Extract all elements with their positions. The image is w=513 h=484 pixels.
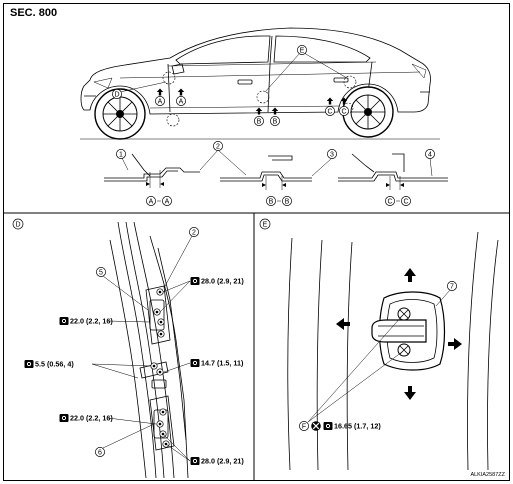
svg-text:C: C	[327, 109, 332, 116]
note-callout-f: F	[299, 421, 309, 431]
section-label: SEC. 800	[10, 7, 57, 19]
torque-wrench-icon	[190, 277, 200, 285]
svg-text:C: C	[387, 199, 392, 206]
detail-d-label: D	[12, 218, 24, 230]
svg-text:C: C	[403, 199, 408, 206]
part-number-4: 4	[425, 149, 435, 159]
arrow-icon	[448, 338, 462, 350]
view-callout-a-2: A	[176, 96, 186, 106]
svg-text:16.65 (1.7, 12): 16.65 (1.7, 12)	[334, 422, 381, 431]
svg-text:F: F	[302, 424, 306, 431]
part-number-d-5: 5	[96, 267, 106, 277]
svg-text:22.0 (2.2, 16): 22.0 (2.2, 16)	[70, 414, 113, 423]
section-label-b-b: B B	[266, 196, 292, 206]
svg-text:3: 3	[330, 152, 334, 159]
torque-callout-upper-hinge-body: 22.0 (2.2, 16)	[59, 317, 113, 326]
svg-text:B: B	[257, 119, 262, 126]
torque-callout-striker: 16.65 (1.7, 12)	[323, 422, 381, 431]
torque-callout-upper-hinge-door: 28.0 (2.9, 21)	[190, 277, 244, 286]
torque-wrench-icon	[323, 422, 333, 430]
svg-text:5.5 (0.56, 4): 5.5 (0.56, 4)	[35, 360, 74, 369]
detail-e-panel: E 7	[259, 218, 499, 471]
detail-callout-d: D	[112, 89, 122, 99]
part-number-1: 1	[116, 149, 126, 159]
part-number-e-7: 7	[447, 281, 457, 291]
svg-text:14.7 (1.5, 11): 14.7 (1.5, 11)	[201, 359, 244, 368]
reference-code: ALKIA2587ZZ	[470, 472, 505, 478]
svg-text:B: B	[273, 119, 278, 126]
door-striker	[371, 291, 446, 371]
detail-d-panel: D 2	[12, 218, 244, 479]
svg-text:C: C	[341, 109, 346, 116]
part-number-3: 3	[327, 149, 337, 159]
svg-text:22.0 (2.2, 16): 22.0 (2.2, 16)	[70, 317, 113, 326]
svg-text:5: 5	[99, 270, 103, 277]
view-callout-a-1: A	[155, 96, 165, 106]
detail-e-label: E	[259, 218, 271, 230]
svg-text:6: 6	[98, 450, 102, 457]
outer-frame	[3, 3, 510, 481]
view-callout-c-2: C	[339, 106, 349, 116]
svg-text:E: E	[300, 48, 305, 55]
svg-text:B: B	[285, 199, 290, 206]
section-label-c-c: C C	[385, 196, 411, 206]
section-strips: 1 2 3 4 A A B B	[104, 141, 448, 206]
svg-text:7: 7	[450, 284, 454, 291]
view-callout-b-2: B	[270, 116, 280, 126]
svg-text:2: 2	[192, 230, 196, 237]
svg-text:D: D	[114, 92, 119, 99]
svg-text:28.0 (2.9, 21): 28.0 (2.9, 21)	[201, 457, 244, 466]
arrow-icon	[336, 318, 350, 330]
torque-callout-lower-hinge-door: 28.0 (2.9, 21)	[190, 457, 244, 466]
svg-text:28.0 (2.9, 21): 28.0 (2.9, 21)	[201, 277, 244, 286]
torque-wrench-icon	[190, 359, 200, 367]
svg-text:2: 2	[216, 144, 220, 151]
section-label-a-a: A A	[146, 196, 172, 206]
svg-text:D: D	[15, 222, 20, 229]
svg-text:A: A	[165, 199, 170, 206]
arrow-icon	[404, 268, 416, 282]
svg-text:A: A	[158, 99, 163, 106]
svg-text:E: E	[263, 222, 268, 229]
no-reuse-icon	[311, 421, 321, 431]
arrow-icon	[404, 386, 416, 400]
rear-wheel	[342, 86, 394, 138]
part-number-2: 2	[213, 141, 223, 151]
front-wheel	[94, 88, 146, 140]
car-side-view: A A B B C C D E	[80, 27, 440, 140]
svg-text:A: A	[149, 199, 154, 206]
torque-wrench-icon	[59, 317, 69, 325]
torque-wrench-icon	[59, 414, 69, 422]
view-callout-c-1: C	[325, 106, 335, 116]
svg-text:A: A	[179, 99, 184, 106]
torque-wrench-icon	[190, 457, 200, 465]
svg-text:1: 1	[119, 152, 123, 159]
svg-text:4: 4	[428, 152, 432, 159]
svg-text:B: B	[269, 199, 274, 206]
view-callout-b-1: B	[254, 116, 264, 126]
part-number-d-2: 2	[189, 227, 199, 237]
detail-callout-e: E	[297, 45, 307, 55]
torque-callout-lower-hinge-body: 22.0 (2.2, 16)	[59, 414, 113, 423]
torque-wrench-icon	[24, 360, 34, 368]
torque-callout-check-link-door: 14.7 (1.5, 11)	[190, 359, 244, 368]
torque-callout-check-link: 5.5 (0.56, 4)	[24, 360, 74, 369]
part-number-d-6: 6	[95, 447, 105, 457]
